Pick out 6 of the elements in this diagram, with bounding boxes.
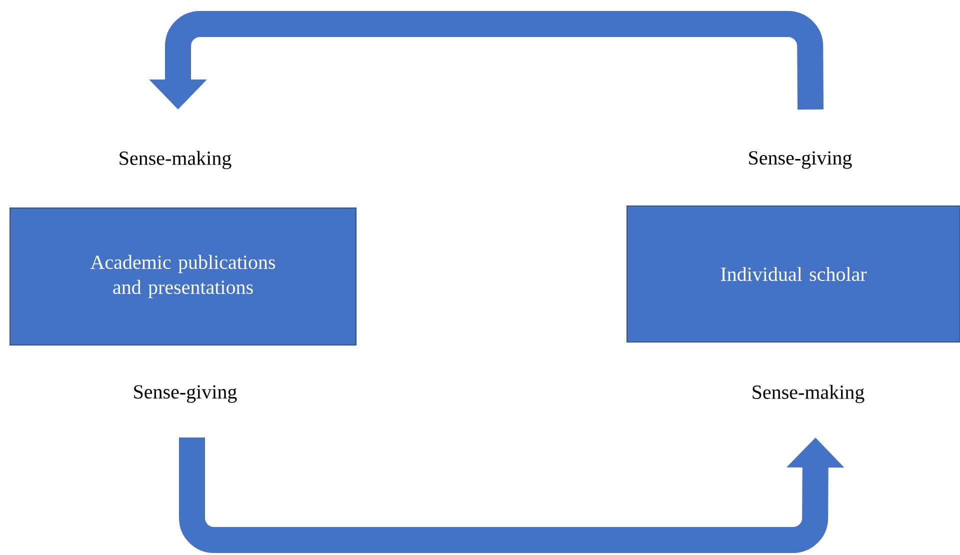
side-label: Sense-giving — [749, 151, 852, 169]
side-label: Sense-making — [752, 384, 864, 404]
process-box: Individual scholar — [626, 206, 960, 342]
process-box: Academic publications and presentations — [10, 208, 356, 346]
side-label: Sense-making — [120, 150, 232, 170]
side-label: Sense-giving — [134, 385, 237, 403]
